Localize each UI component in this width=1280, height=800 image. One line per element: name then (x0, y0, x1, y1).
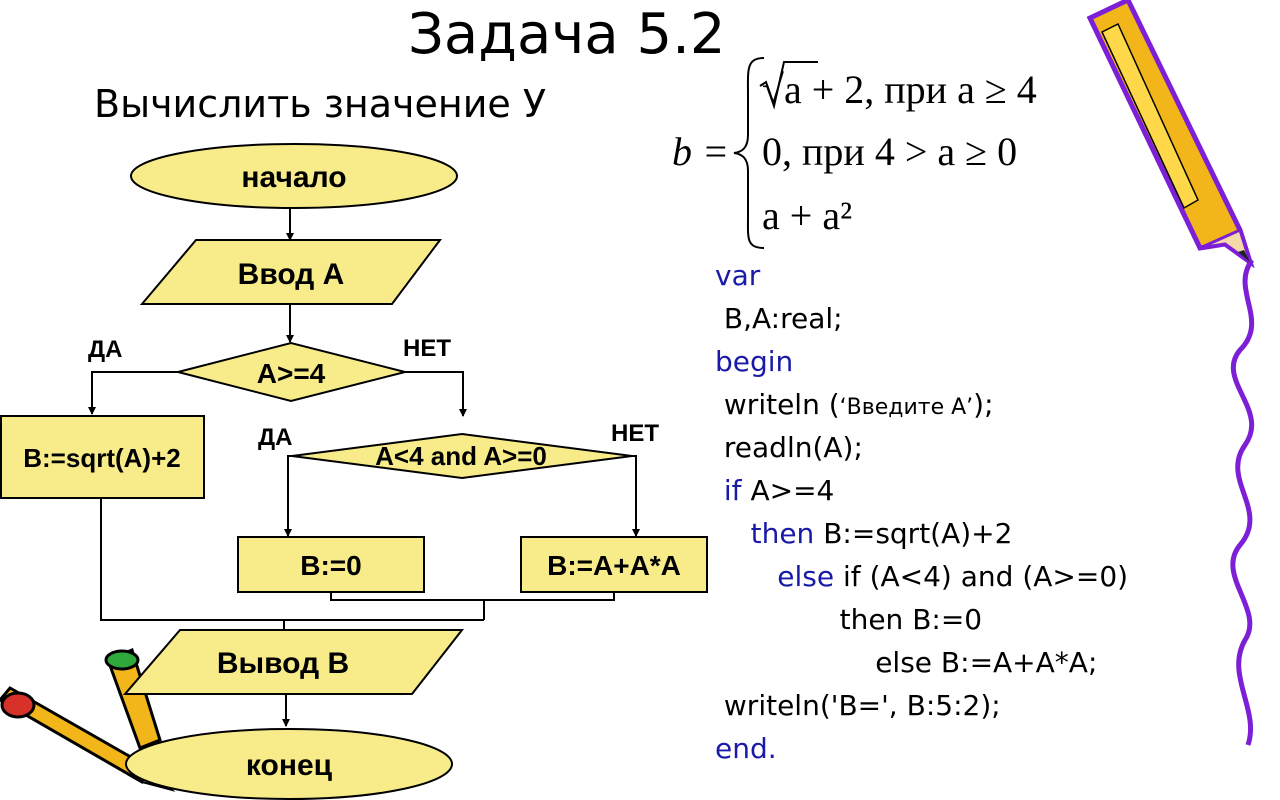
page-title: Задача 5.2 (408, 2, 726, 67)
start-label: начало (241, 161, 346, 194)
formula-case-1: √a + 2, при a ≥ 4 (762, 67, 1037, 112)
pencil-icon (1086, 0, 1255, 269)
code-line: else if (A<4) and (A>=0) (715, 560, 1129, 593)
condition2-diamond (291, 432, 633, 480)
code-line: then B:=sqrt(A)+2 (715, 517, 1013, 550)
connectors (88, 208, 640, 727)
assign2-label: B:=0 (300, 550, 361, 581)
formula-case-2: 0, при 4 > a ≥ 0 (762, 129, 1018, 174)
code-line: begin (715, 345, 794, 378)
page-subtitle: Вычислить значение У (94, 82, 547, 126)
formula-lhs: b = (672, 129, 729, 174)
condition1-no-label: НЕТ (403, 335, 451, 362)
condition1-yes-label: ДА (88, 336, 122, 363)
code-line: end. (715, 732, 777, 765)
code-line: readln(A); (715, 431, 863, 464)
formula-brace (733, 57, 765, 249)
input-label: Ввод А (238, 258, 345, 291)
code-line: writeln (‘Введите А’); (715, 388, 994, 421)
code-line: then B:=0 (715, 603, 983, 636)
condition2-yes-label: ДА (258, 424, 292, 451)
sqrt-sign (759, 61, 818, 110)
code-line: writeln('B=', B:5:2); (715, 689, 1001, 722)
formula-case-3: a + a² (762, 193, 853, 238)
code-line: else B:=A+A*A; (715, 646, 1098, 679)
condition1-diamond (177, 341, 406, 403)
code-line: var (715, 259, 761, 292)
end-label: конец (246, 749, 333, 782)
pencils-icon (0, 647, 176, 792)
code-line: if A>=4 (715, 474, 835, 507)
assign3-label: B:=A+A*A (547, 550, 681, 581)
assign1-label: B:=sqrt(A)+2 (23, 443, 180, 473)
assign2-box (237, 536, 425, 593)
start-terminal (130, 143, 458, 209)
input-parallelogram (139, 239, 442, 305)
assign1-box (0, 415, 205, 499)
output-label: Вывод В (217, 647, 349, 680)
wavy-line (1230, 258, 1255, 746)
output-parallelogram (122, 629, 465, 695)
condition2-label: A<4 and A>=0 (375, 441, 547, 471)
condition1-label: A>=4 (257, 358, 326, 389)
code-block: var B,A:real; begin writeln (‘Введите А’… (715, 254, 1128, 770)
code-line: B,A:real; (715, 302, 843, 335)
assign3-box (520, 536, 708, 593)
end-terminal (125, 728, 453, 800)
condition2-no-label: НЕТ (611, 420, 659, 447)
